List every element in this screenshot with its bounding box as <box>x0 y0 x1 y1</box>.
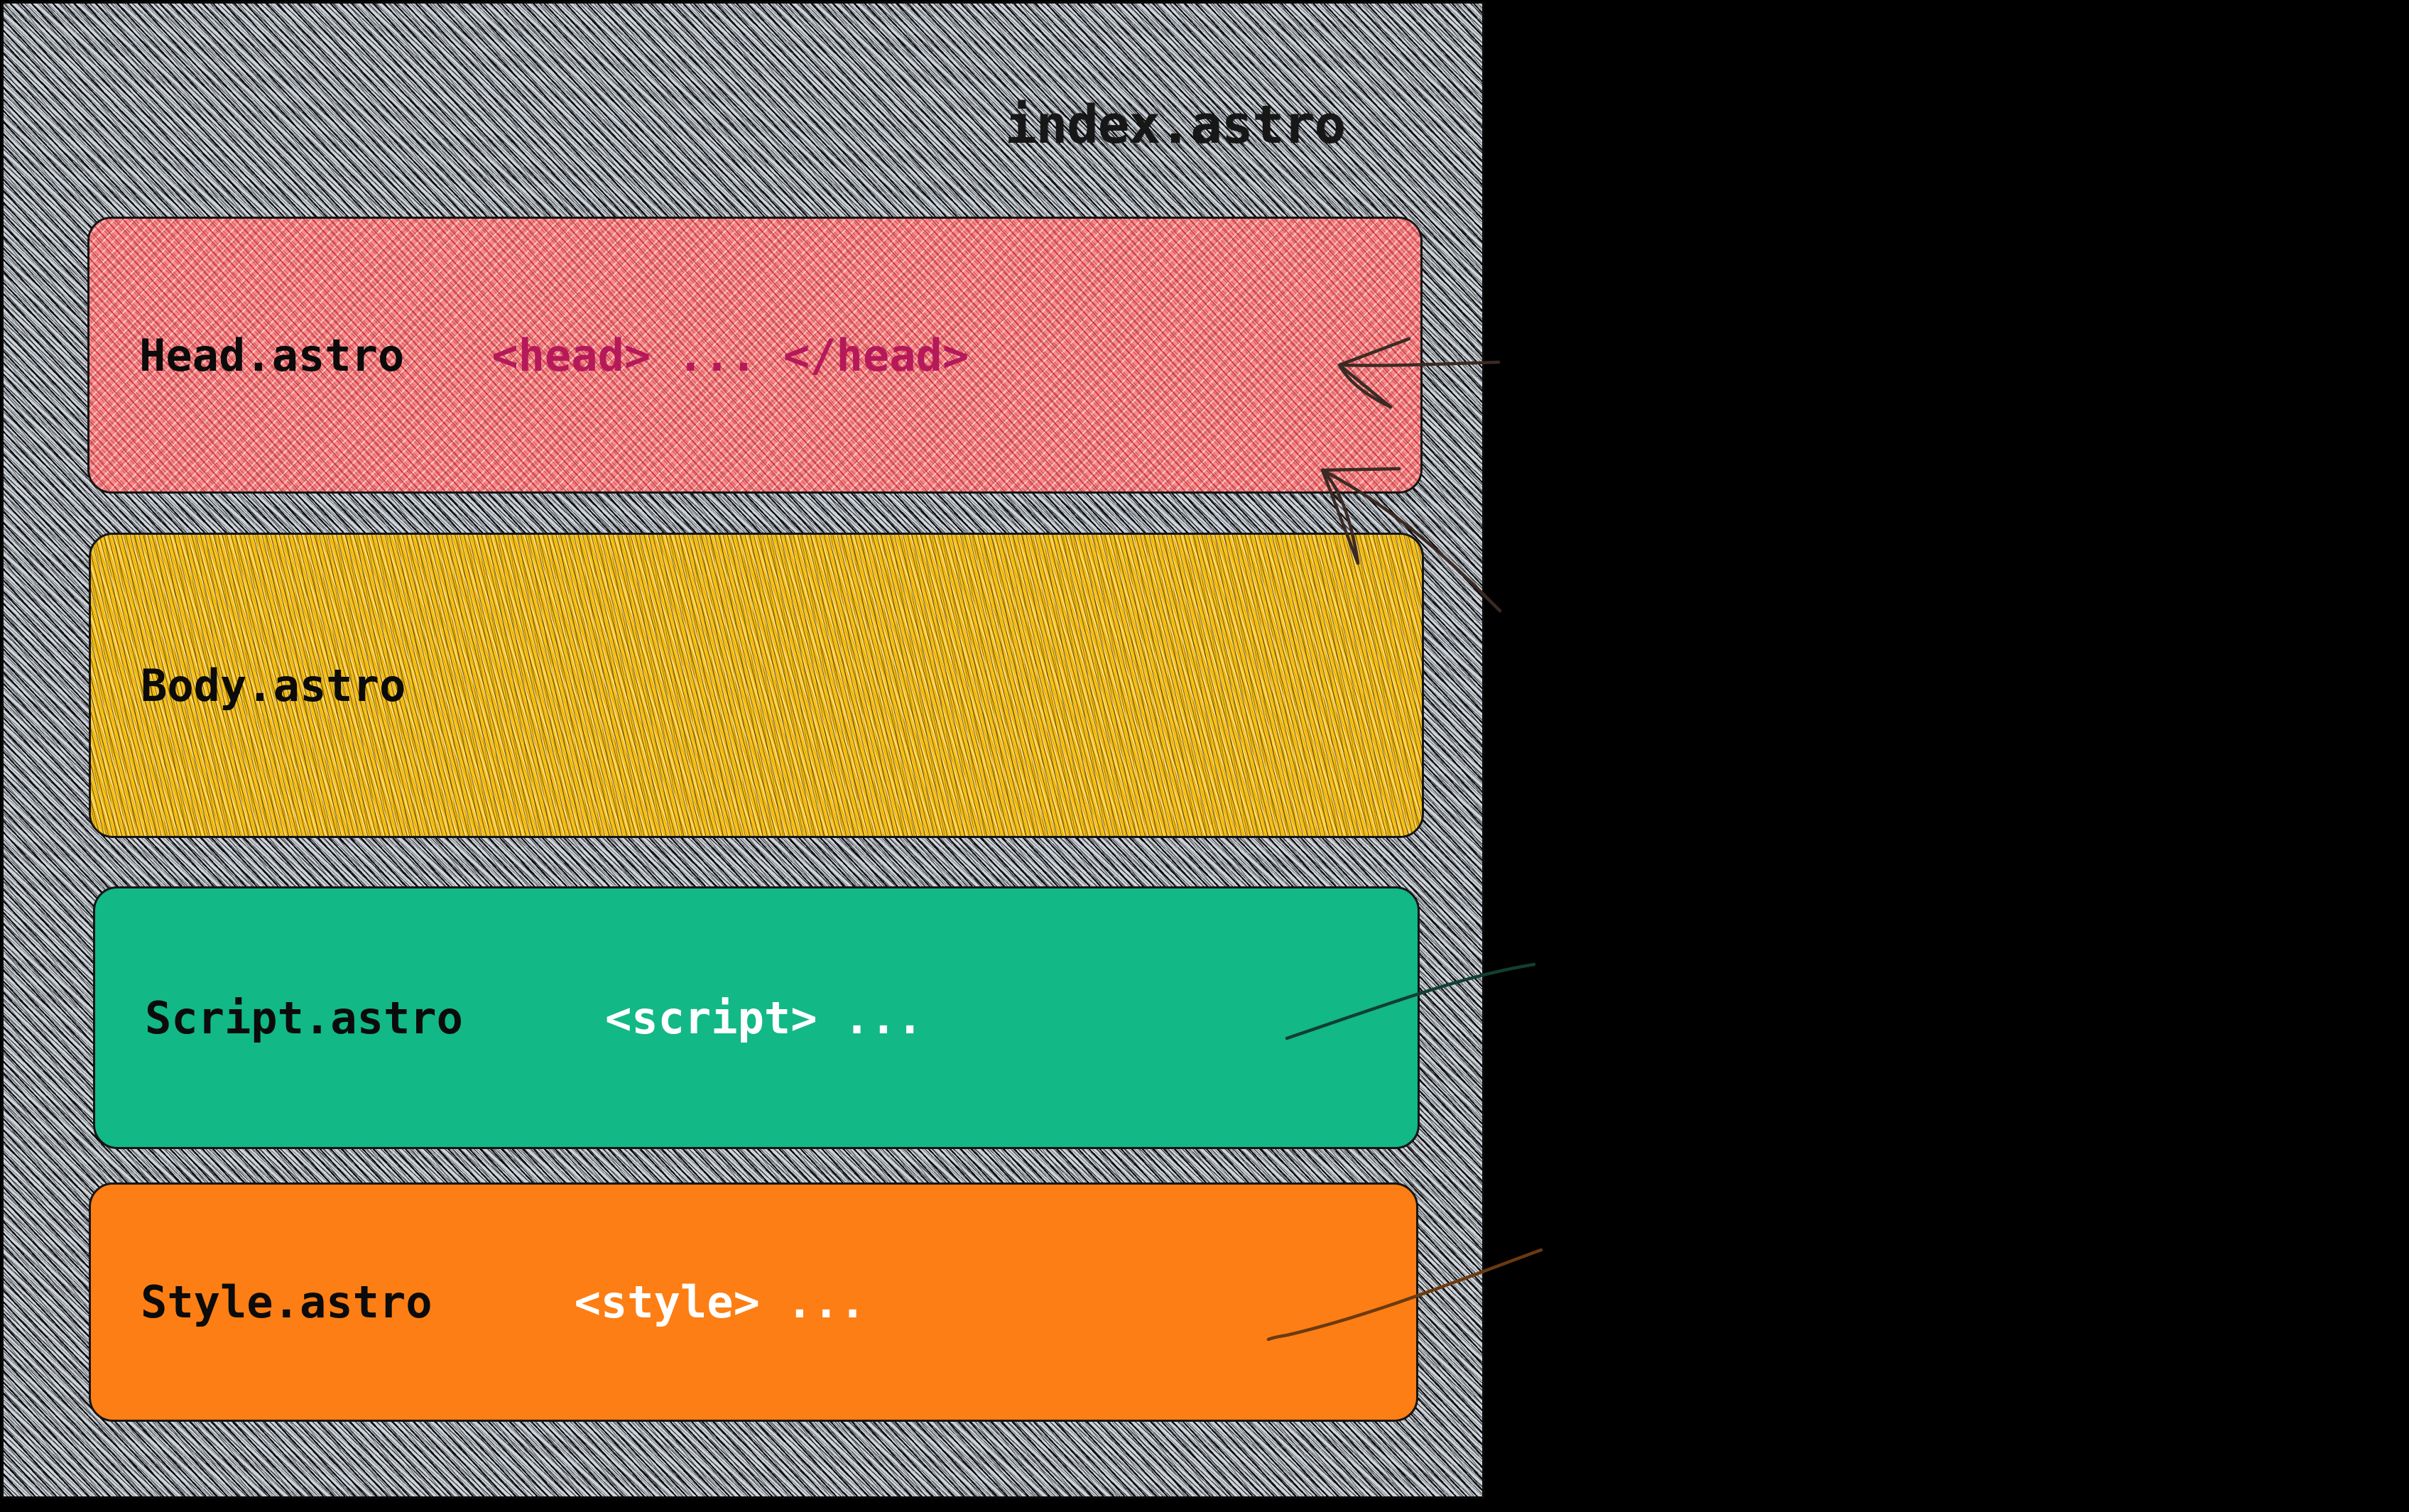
box-style-label: Style.astro <box>141 1276 433 1328</box>
container-title: index.astro <box>1005 94 1346 156</box>
box-script-tag: <script> ... <box>604 991 923 1044</box>
box-body-label: Body.astro <box>141 659 406 712</box>
box-head-tag: <head> ... </head> <box>491 329 969 381</box>
box-style-tag: <style> ... <box>574 1276 866 1328</box>
box-head-astro[interactable]: Head.astro <head> ... </head> <box>87 217 1423 494</box>
box-script-astro[interactable]: Script.astro <script> ... <box>93 886 1420 1149</box>
box-body-astro[interactable]: Body.astro <box>89 533 1424 838</box>
index-astro-container[interactable]: Head.astro <head> ... </head> Body.astro… <box>1 1 1484 1499</box>
box-script-label: Script.astro <box>145 991 463 1044</box>
box-head-label: Head.astro <box>139 329 405 381</box>
box-style-astro[interactable]: Style.astro <style> ... <box>89 1182 1418 1422</box>
